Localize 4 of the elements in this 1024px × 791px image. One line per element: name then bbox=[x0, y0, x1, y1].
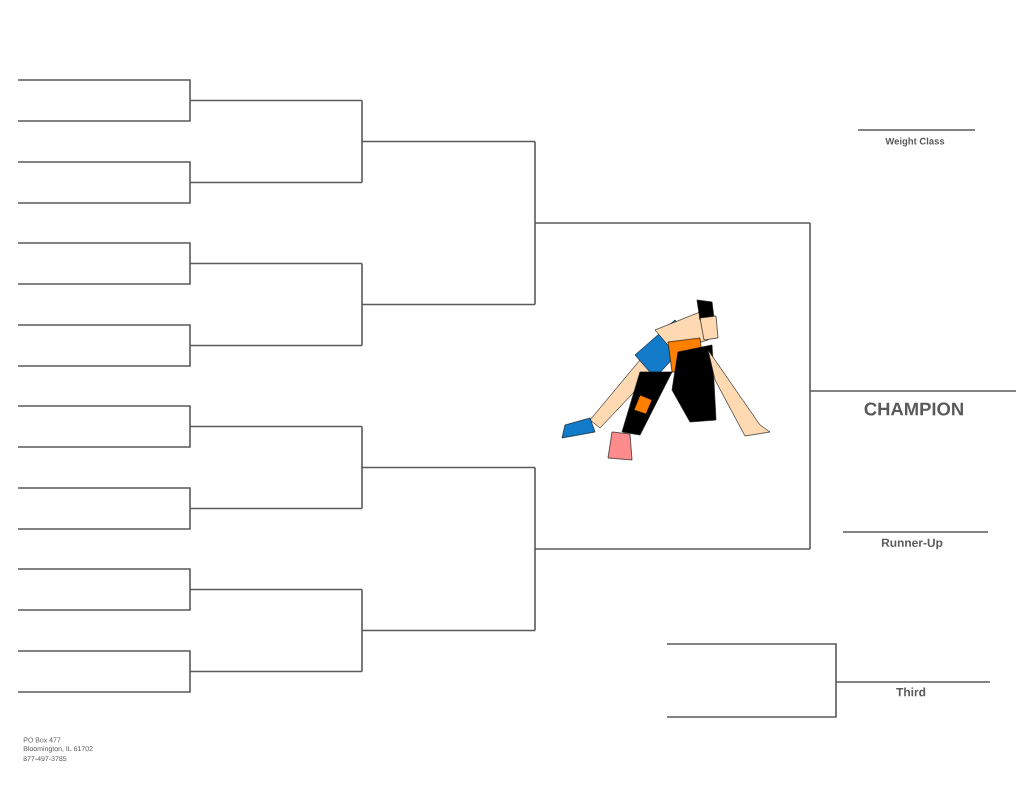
runner-up-label: Runner-Up bbox=[881, 538, 943, 550]
third-label: Third bbox=[896, 687, 926, 697]
champion-label: CHAMPION bbox=[864, 402, 963, 416]
weight-class-label: Weight Class bbox=[885, 137, 945, 147]
